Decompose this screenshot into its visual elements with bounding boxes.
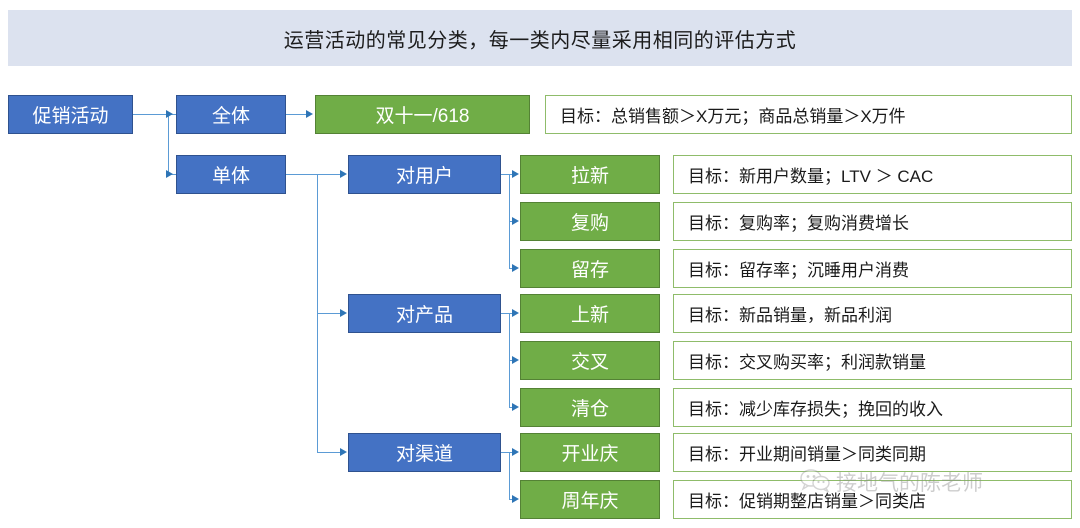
arrow-duichanpin-row5: [512, 403, 519, 411]
connector-to-duiqudao: [317, 452, 342, 453]
connector-duiqudao-stem: [500, 452, 510, 453]
connector-quanti-to-activity: [285, 114, 309, 115]
arrow-duichanpin-row4: [512, 356, 519, 364]
node-activity-1[interactable]: 复购: [520, 202, 660, 241]
node-activity-2[interactable]: 留存: [520, 249, 660, 288]
arrow-to-duichanpin: [340, 309, 347, 317]
node-activity-7[interactable]: 周年庆: [520, 480, 660, 519]
goal-box-0: 目标：新用户数量；LTV ＞ CAC: [673, 155, 1072, 194]
arrow-duichanpin-row3: [512, 309, 519, 317]
connector-duiqudao-bus: [509, 452, 510, 499]
goal-box-7: 目标：促销期整店销量＞同类店: [673, 480, 1072, 519]
arrow-quanti-to-activity: [306, 110, 313, 118]
node-activity-4[interactable]: 交叉: [520, 341, 660, 380]
connector-root-stem: [133, 114, 169, 115]
goal-box-4: 目标：交叉购买率；利润款销量: [673, 341, 1072, 380]
node-activity-3[interactable]: 上新: [520, 294, 660, 333]
node-level2-duiqudao[interactable]: 对渠道: [348, 433, 501, 472]
goal-box-shuangshiyi: 目标：总销售额＞X万元；商品总销量＞X万件: [545, 95, 1072, 134]
arrow-duiyonghu-row1: [512, 217, 519, 225]
arrow-duiyonghu-row0: [512, 170, 519, 178]
connector-root-bus: [168, 114, 169, 175]
arrow-duiqudao-row7: [512, 495, 519, 503]
arrow-to-quanti: [166, 110, 173, 118]
arrow-duiyonghu-row2: [512, 264, 519, 272]
node-level1-quanti[interactable]: 全体: [176, 95, 286, 134]
node-activity-0[interactable]: 拉新: [520, 155, 660, 194]
arrow-to-duiyonghu: [340, 170, 347, 178]
arrow-to-duiqudao: [340, 448, 347, 456]
goal-box-3: 目标：新品销量，新品利润: [673, 294, 1072, 333]
node-level2-duichanpin[interactable]: 对产品: [348, 294, 501, 333]
node-root-promotion[interactable]: 促销活动: [8, 95, 133, 134]
goal-box-5: 目标：减少库存损失；挽回的收入: [673, 388, 1072, 427]
goal-box-6: 目标：开业期间销量＞同类同期: [673, 433, 1072, 472]
header-band: 运营活动的常见分类，每一类内尽量采用相同的评估方式: [8, 10, 1072, 66]
arrow-duiqudao-row6: [512, 448, 519, 456]
node-level1-danti[interactable]: 单体: [176, 155, 286, 194]
connector-duichanpin-stem: [500, 313, 510, 314]
connector-to-duichanpin: [317, 313, 342, 314]
node-activity-5[interactable]: 清仓: [520, 388, 660, 427]
node-activity-shuangshiyi[interactable]: 双十一/618: [315, 95, 530, 134]
connector-danti-stem: [285, 174, 318, 175]
arrow-to-danti: [166, 170, 173, 178]
connector-to-duiyonghu: [317, 174, 342, 175]
page-title: 运营活动的常见分类，每一类内尽量采用相同的评估方式: [283, 29, 797, 52]
connector-duiyonghu-stem: [500, 174, 510, 175]
goal-box-1: 目标：复购率；复购消费增长: [673, 202, 1072, 241]
goal-box-2: 目标：留存率；沉睡用户消费: [673, 249, 1072, 288]
node-activity-6[interactable]: 开业庆: [520, 433, 660, 472]
node-level2-duiyonghu[interactable]: 对用户: [348, 155, 501, 194]
